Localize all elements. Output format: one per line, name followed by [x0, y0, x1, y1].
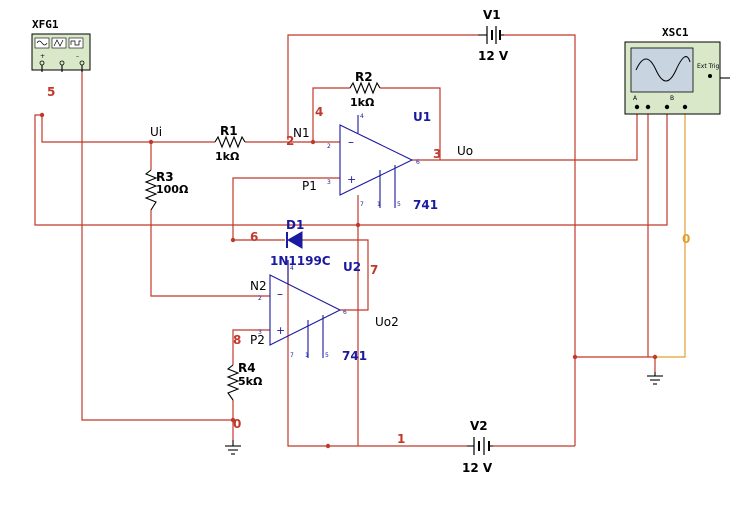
- svg-text:1: 1: [305, 352, 309, 359]
- scope-screen: [630, 47, 694, 93]
- r2-ref: R2: [355, 70, 373, 84]
- v2-ref: V2: [470, 419, 488, 433]
- net-1: 1: [397, 432, 405, 446]
- svg-text:+: +: [347, 173, 356, 186]
- svg-text:6: 6: [416, 159, 420, 166]
- svg-text:4: 4: [290, 265, 294, 272]
- v2-value: 12 V: [462, 461, 493, 475]
- svg-text:6: 6: [343, 309, 347, 316]
- svg-text:3: 3: [258, 329, 262, 336]
- net-0-right: 0: [682, 232, 690, 246]
- r1-ref: R1: [220, 124, 238, 138]
- triangle-wave-icon: [51, 37, 67, 49]
- ext-trig-label: Ext Trig: [697, 63, 720, 70]
- r3-ref: R3: [156, 170, 174, 184]
- node-n1: N1: [293, 126, 310, 140]
- resistor-r3[interactable]: R3 100Ω: [144, 169, 189, 211]
- r4-value: 5kΩ: [238, 375, 263, 388]
- opamp-u1[interactable]: – + 2 3 6 4 7 1 5 U1 741: [327, 110, 438, 212]
- v1-value: 12 V: [478, 49, 509, 63]
- oscilloscope-xsc1[interactable]: XSC1 Ext Trig A B: [624, 26, 730, 115]
- net-2: 2: [286, 134, 294, 148]
- svg-text:4: 4: [360, 113, 364, 120]
- u1-model: 741: [413, 198, 438, 212]
- channel-a-label: A: [633, 95, 638, 102]
- net-8: 8: [233, 333, 241, 347]
- resistor-r1[interactable]: R1 1kΩ: [214, 124, 246, 163]
- r2-value: 1kΩ: [350, 96, 375, 109]
- node-ui: Ui: [150, 125, 162, 139]
- resistor-r2[interactable]: R2 1kΩ: [349, 70, 381, 109]
- node-uo2: Uo2: [375, 315, 399, 329]
- xfg1-label: XFG1: [32, 18, 59, 31]
- function-generator-xfg1[interactable]: XFG1 + –: [31, 18, 91, 72]
- svg-text:–: –: [277, 287, 283, 301]
- node-n2: N2: [250, 279, 267, 293]
- node-labels: Ui Uo Uo2 N1 P1 N2 P2: [150, 125, 473, 347]
- svg-text:3: 3: [327, 179, 331, 186]
- r3-value: 100Ω: [156, 183, 189, 196]
- battery-v2[interactable]: V2 12 V: [462, 419, 493, 475]
- junctions: [39, 112, 658, 449]
- net-3: 3: [433, 147, 441, 161]
- xfg1-plus-terminal: +: [40, 53, 45, 60]
- resistor-r4[interactable]: R4 5kΩ: [226, 361, 263, 401]
- net-5: 5: [47, 85, 55, 99]
- node-p2: P2: [250, 333, 265, 347]
- d1-ref: D1: [286, 218, 304, 232]
- svg-text:–: –: [348, 135, 354, 149]
- net-4: 4: [315, 105, 323, 119]
- svg-text:+: +: [276, 324, 285, 337]
- wires: [34, 34, 686, 447]
- ground-symbol-right: [647, 372, 663, 385]
- node-uo: Uo: [457, 144, 473, 158]
- svg-text:2: 2: [327, 143, 331, 150]
- net-numbers: 0 0 1 2 3 4 5 6 7 8: [47, 85, 690, 446]
- u1-ref: U1: [413, 110, 431, 124]
- xfg1-minus-terminal: –: [76, 53, 79, 60]
- u2-model: 741: [342, 349, 367, 363]
- square-wave-icon: [68, 37, 84, 49]
- svg-text:5: 5: [325, 352, 329, 359]
- r1-value: 1kΩ: [215, 150, 240, 163]
- net-0-left: 0: [233, 417, 241, 431]
- battery-v1[interactable]: V1 12 V: [478, 8, 509, 63]
- d1-part: 1N1199C: [270, 254, 331, 268]
- node-p1: P1: [302, 179, 317, 193]
- svg-text:7: 7: [360, 201, 364, 208]
- svg-text:2: 2: [258, 295, 262, 302]
- net-7: 7: [370, 263, 378, 277]
- channel-b-label: B: [670, 95, 674, 102]
- v1-ref: V1: [483, 8, 501, 22]
- svg-text:5: 5: [397, 201, 401, 208]
- svg-text:1: 1: [377, 201, 381, 208]
- net-6: 6: [250, 230, 258, 244]
- xsc1-label: XSC1: [662, 26, 689, 39]
- svg-text:7: 7: [290, 352, 294, 359]
- ground-symbol-left: [225, 440, 241, 455]
- u2-ref: U2: [343, 260, 361, 274]
- diode-d1[interactable]: D1 1N1199C: [270, 218, 331, 268]
- opamp-u2[interactable]: – + 2 3 6 4 7 1 5 U2 741: [258, 260, 367, 363]
- r4-ref: R4: [238, 361, 256, 375]
